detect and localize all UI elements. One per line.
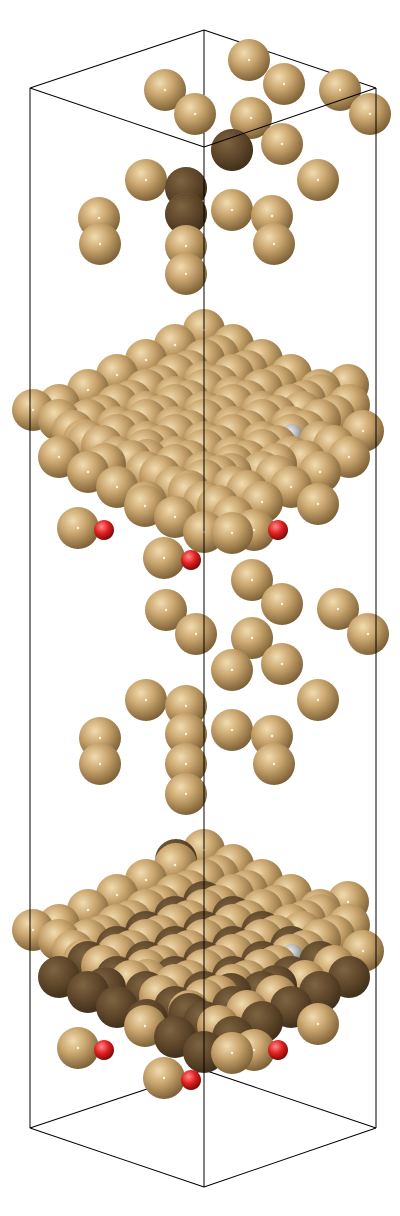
- atom-highlight: [230, 531, 234, 535]
- atom-highlight: [252, 1048, 256, 1052]
- atom-highlight: [144, 178, 148, 182]
- atom-highlight: [249, 116, 253, 120]
- atom-highlight: [76, 1046, 80, 1050]
- atom-highlight: [173, 515, 177, 519]
- atom-highlight: [184, 732, 188, 736]
- atom-highlight: [270, 734, 274, 738]
- atom-highlight: [86, 388, 90, 392]
- atom-highlight: [230, 1051, 234, 1055]
- atom-highlight: [193, 112, 197, 116]
- atom-highlight: [280, 602, 284, 606]
- atom-highlight: [250, 636, 254, 640]
- atom-highlight: [98, 736, 102, 740]
- atom-highlight: [316, 1022, 320, 1026]
- atom-highlight: [316, 502, 320, 506]
- atom-highlight: [143, 504, 147, 508]
- atom-highlight: [361, 429, 365, 433]
- gold-atom-shadowed: [165, 193, 207, 235]
- unit-cell-front-edges: [29, 87, 377, 1188]
- atom-highlight: [144, 358, 148, 362]
- atom-highlight: [184, 792, 188, 796]
- atom-highlight: [162, 1076, 166, 1080]
- atom-highlight: [144, 878, 148, 882]
- atom-highlight: [164, 608, 168, 612]
- oxygen-atom: [268, 1040, 288, 1060]
- atom-highlight: [115, 373, 119, 377]
- gold-atom-shadowed: [211, 129, 253, 171]
- atom-highlight: [144, 698, 148, 702]
- atom-highlight: [247, 58, 251, 62]
- atom-highlight: [31, 928, 35, 932]
- atom-highlight: [115, 485, 119, 489]
- oxygen-atom: [268, 520, 288, 540]
- atom-highlight: [318, 470, 322, 474]
- atom-highlight: [76, 526, 80, 530]
- atom-highlight: [230, 208, 234, 212]
- atom-highlight: [98, 242, 102, 246]
- atom-highlight: [98, 762, 102, 766]
- oxygen-atom: [94, 520, 114, 540]
- atom-highlight: [252, 528, 256, 532]
- atom-highlight: [115, 893, 119, 897]
- atom-highlight: [366, 632, 370, 636]
- atom-highlight: [184, 272, 188, 276]
- atom-highlight: [368, 112, 372, 116]
- atom-highlight: [173, 863, 177, 867]
- atom-highlight: [143, 1024, 147, 1028]
- atom-highlight: [316, 698, 320, 702]
- atom-highlight: [184, 244, 188, 248]
- atom-highlight: [260, 500, 264, 504]
- atom-highlight: [270, 214, 274, 218]
- atom-highlight: [272, 762, 276, 766]
- atom-highlight: [163, 88, 167, 92]
- atom-highlight: [194, 632, 198, 636]
- atom-highlight: [361, 949, 365, 953]
- atom-highlight: [289, 485, 293, 489]
- atom-highlight: [57, 455, 61, 459]
- atom-highlight: [86, 908, 90, 912]
- atoms-layer: [12, 39, 391, 1099]
- atom-highlight: [162, 556, 166, 560]
- atom-highlight: [346, 900, 350, 904]
- oxygen-atom: [94, 1040, 114, 1060]
- atom-highlight: [230, 668, 234, 672]
- oxygen-atom: [181, 1070, 201, 1090]
- atom-highlight: [230, 728, 234, 732]
- atom-highlight: [184, 762, 188, 766]
- atom-highlight: [280, 662, 284, 666]
- atom-highlight: [86, 470, 90, 474]
- atom-highlight: [347, 455, 351, 459]
- atom-highlight: [31, 408, 35, 412]
- atom-highlight: [280, 142, 284, 146]
- atom-highlight: [173, 343, 177, 347]
- atom-highlight: [316, 178, 320, 182]
- atom-highlight: [184, 704, 188, 708]
- atom-highlight: [272, 242, 276, 246]
- atom-highlight: [97, 216, 101, 220]
- atom-highlight: [282, 82, 286, 86]
- atom-highlight: [250, 578, 254, 582]
- atom-highlight: [338, 88, 342, 92]
- oxygen-atom: [181, 550, 201, 570]
- atom-highlight: [336, 607, 340, 611]
